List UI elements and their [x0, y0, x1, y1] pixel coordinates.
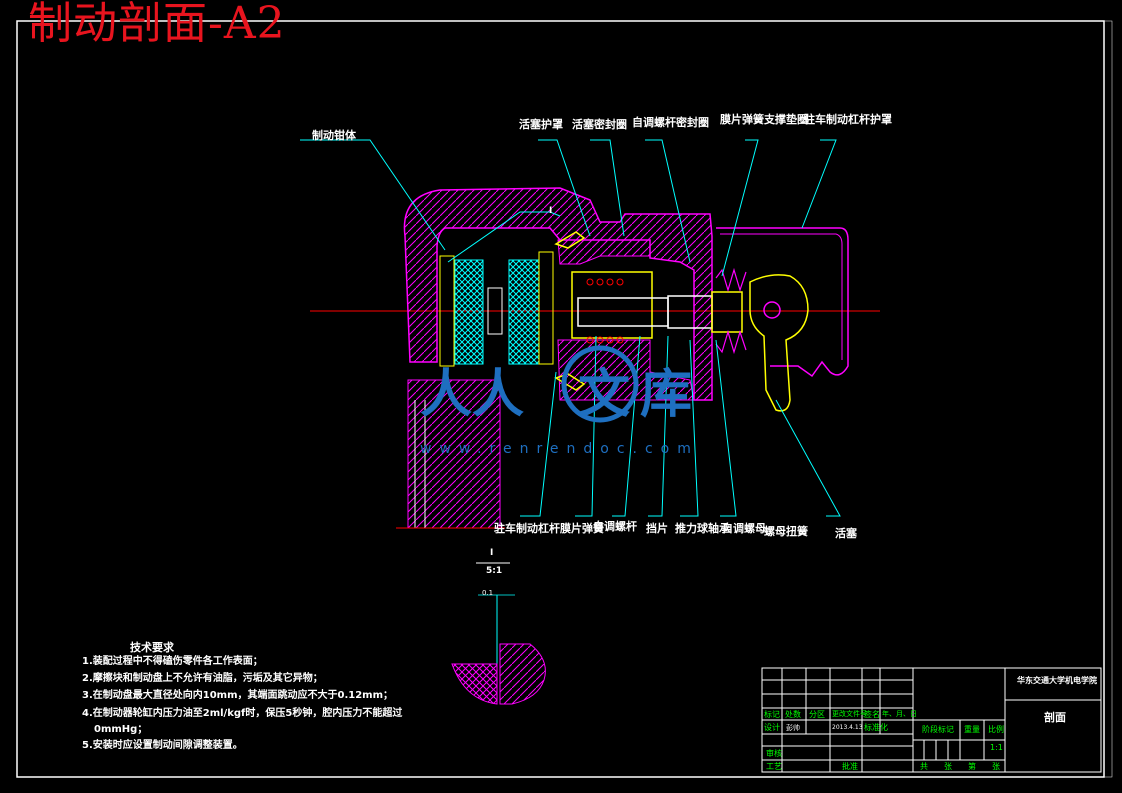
tb-process: 工艺	[766, 762, 782, 771]
label-piston-boot: 活塞护罩	[519, 118, 563, 131]
tb-standard: 标准化	[864, 723, 888, 732]
tech-req-item: 1.装配过程中不得磕伤零件各工作表面；	[82, 656, 263, 667]
tb-ratio: 1:1	[990, 743, 1003, 752]
friction-pad-outer	[454, 259, 484, 365]
frame-margin	[1103, 20, 1113, 778]
detail-body	[499, 643, 546, 705]
tb-date: 2013.4.13	[832, 724, 863, 731]
tb-weight: 重量	[964, 725, 980, 734]
label-stop-plate: 挡片	[646, 522, 668, 535]
tb-sheets: 第	[968, 762, 976, 771]
drawing-title: 制动剖面-A2	[28, 0, 286, 49]
diaphragm-spring	[715, 267, 747, 293]
watermark-url: www.renrendoc.com	[420, 441, 699, 457]
label-caliper-body: 制动钳体	[312, 129, 356, 142]
label-screw-seal: 自调螺杆密封圈	[632, 116, 709, 129]
tb-header: 年、月、日	[882, 710, 917, 718]
tb-header: 处数	[785, 710, 801, 719]
detail-dimension: 0.1	[482, 589, 494, 597]
watermark-logo-icon: 人人 文 库	[420, 345, 692, 425]
leader-lines	[300, 139, 841, 517]
svg-text:人人: 人人	[420, 365, 524, 425]
tb-header: 标记	[764, 710, 780, 719]
title-block	[761, 667, 1102, 773]
detail-mark-callout: I	[549, 206, 553, 216]
svg-text:库: 库	[640, 365, 692, 425]
label-adjust-screw: 自调螺杆	[593, 520, 637, 533]
label-adjust-nut: 自调螺母	[722, 522, 766, 535]
backing-plate-inner	[538, 251, 554, 365]
friction-pad-inner	[508, 259, 540, 365]
label-spring-washer: 膜片弹簧支撑垫圈	[720, 113, 808, 126]
tb-design-label: 设计	[764, 723, 780, 732]
label-thrust-bearing: 推力球轴承	[675, 522, 730, 535]
detail-scale: 5:1	[486, 566, 503, 576]
title-block-drawing-name: 剖面	[1044, 711, 1066, 724]
backing-plate-outer	[439, 255, 455, 367]
detail-seal	[451, 663, 498, 705]
tb-approve: 批准	[842, 762, 858, 771]
brake-disc	[487, 287, 503, 335]
tech-req-item: 2.摩擦块和制动盘上不允许有油脂，污垢及其它异物；	[82, 673, 323, 684]
svg-text:文: 文	[578, 365, 630, 425]
tech-req-item: 3.在制动盘最大直径处向内10mm，其端面跳动应不大于0.12mm；	[82, 690, 394, 701]
tb-sheets: 张	[944, 762, 952, 771]
tb-sheets: 张	[992, 762, 1000, 771]
tb-designer: 彭帅	[786, 724, 800, 732]
tb-review: 审核	[766, 749, 782, 758]
self-adjusting-screw	[577, 297, 669, 327]
piston-boot	[554, 231, 586, 249]
detail-mark: I	[490, 548, 494, 558]
title-block-school: 华东交通大学机电学院	[1017, 676, 1097, 685]
tech-req-item: 5.安装时应设置制动间隙调整装置。	[82, 740, 243, 751]
label-piston-seal: 活塞密封圈	[572, 118, 627, 131]
label-piston: 活塞	[835, 527, 857, 540]
tb-ratio-label: 比例	[988, 725, 1004, 734]
parking-lever-boot	[716, 227, 849, 378]
tb-header: 签名	[864, 710, 880, 719]
label-lever-boot: 驻车制动杠杆护罩	[804, 113, 892, 126]
piston-upper	[557, 239, 651, 265]
tech-req-item: 4.在制动器轮缸内压力油至2ml/kgf时，保压5秒钟，腔内压力不能超过	[82, 708, 403, 719]
label-lever-spring: 驻车制动杠杆膜片弹簧	[494, 522, 604, 535]
tech-req-item: 0mmHg；	[94, 724, 148, 735]
tb-header: 分区	[809, 710, 825, 719]
tb-stage-mark: 阶段标记	[922, 725, 954, 734]
tb-header: 更改文件号	[832, 710, 867, 718]
tech-req-title: 技术要求	[130, 641, 174, 654]
tb-sheets: 共	[920, 762, 928, 771]
self-adjusting-nut	[571, 271, 653, 339]
parking-lever	[749, 274, 809, 412]
label-nut-spring: 螺母扭簧	[764, 525, 808, 538]
